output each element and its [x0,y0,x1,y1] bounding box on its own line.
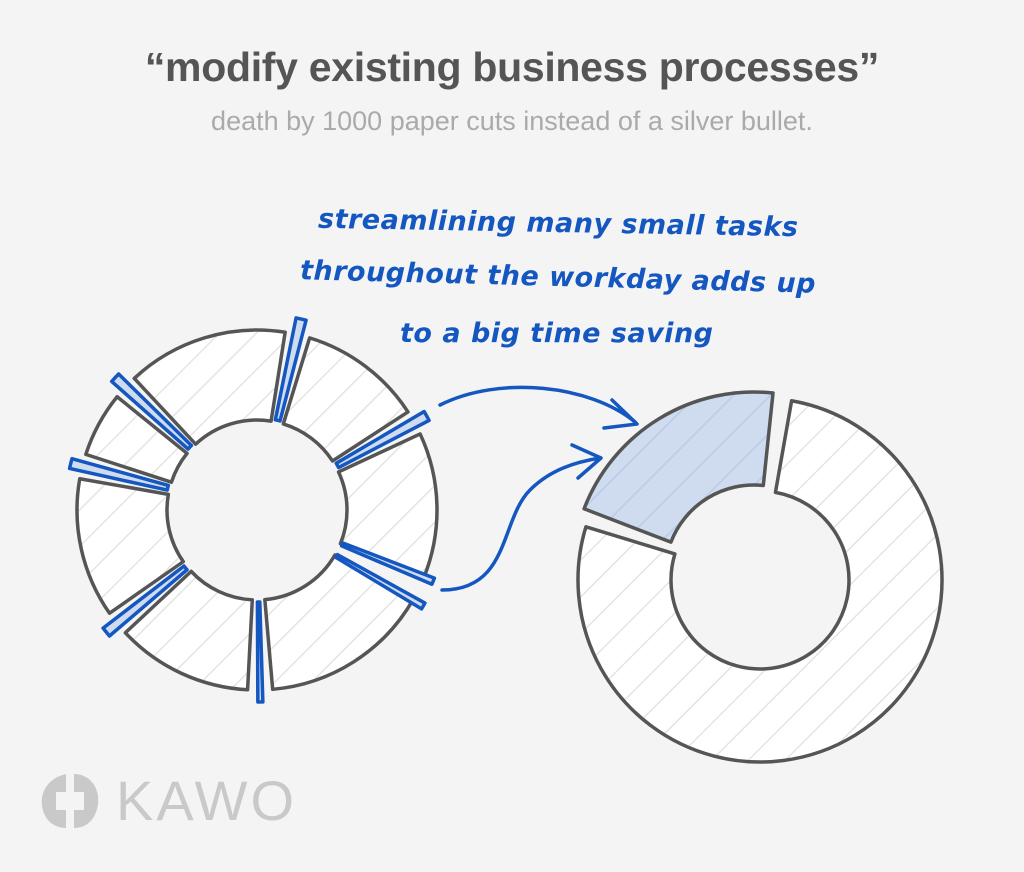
donut-segment [281,336,410,463]
page-subtitle: death by 1000 paper cuts instead of a si… [211,106,813,136]
time-saving-sliver [334,409,431,470]
time-saving-sliver [67,456,171,492]
kawo-logo-icon [41,773,99,828]
donut-segment [132,328,287,446]
time-saving-sliver [255,600,265,704]
time-saving-sliver [273,316,308,423]
time-saving-sliver [339,541,437,586]
donut-segment [263,553,415,692]
page-title: “modify existing business processes” [144,44,880,90]
time-saving-sliver [109,372,194,451]
arrow-top [438,385,637,424]
annotation-line-3: to a big time saving [400,318,714,349]
arrowhead-bottom [570,443,603,480]
time-saving-sliver [334,552,427,611]
donut-segment [123,569,255,692]
kawo-logo-text: KAWO [116,769,298,832]
remaining-work-segment [576,399,944,764]
time-saved-segment [582,390,775,544]
arrowhead-top [602,398,639,430]
kawo-logo: KAWO [38,768,297,833]
donut-segment [84,394,189,484]
time-saving-sliver [101,564,189,638]
consolidated-donut [576,390,944,764]
fragmented-donut [67,316,439,704]
donut-segment [75,476,186,615]
arrow-bottom [440,456,602,592]
